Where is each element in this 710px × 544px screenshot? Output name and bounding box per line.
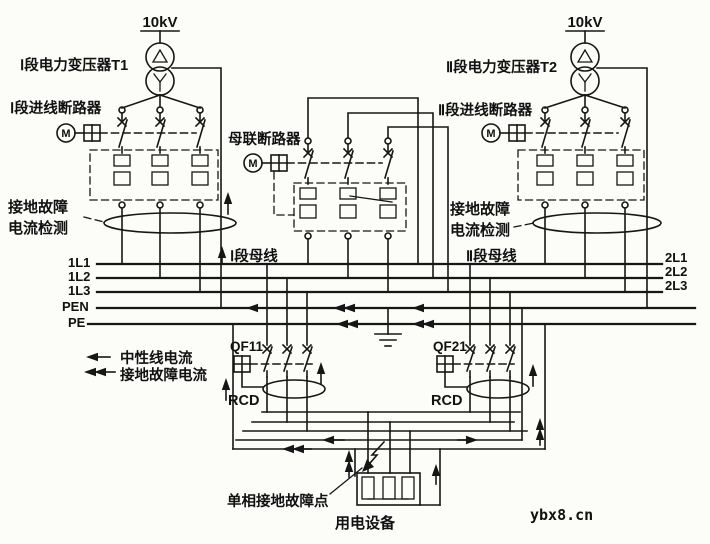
bus-tie-label: 母联断路器: [228, 130, 301, 148]
t1-voltage-label: 10kV: [142, 14, 177, 31]
incoming-breaker2-label: Ⅱ段进线断路器: [438, 101, 533, 119]
ct-box-tie: [293, 182, 407, 232]
feeder-lines: [232, 307, 546, 450]
t2-symbol: [570, 42, 600, 96]
section1-transformer-t1: 10kV Ⅰ段电力变压器T1: [20, 14, 222, 309]
gfd-pointer-2: [513, 222, 535, 228]
feeder-breaker-qf21: QF21 RCD: [431, 263, 530, 432]
gfd-pointer-1: [83, 216, 105, 223]
rcd1-label: RCD: [228, 393, 259, 409]
section2-incoming-breaker: Ⅱ段进线断路器: [438, 101, 631, 154]
rcd-ct-ring-2: [466, 379, 530, 399]
watermark: ybx8.cn: [530, 506, 593, 524]
bus-label-2l1: 2L1: [665, 250, 687, 265]
section2-ground-fault-detection: 接地故障 电流检测: [450, 149, 662, 293]
feeder-breaker-qf11: QF11 RCD: [228, 263, 326, 432]
fault-bolt: [362, 440, 386, 472]
t2-neutral-conductor: [596, 67, 648, 309]
gfd-label-2-line1: 接地故障: [450, 200, 510, 218]
load-equipment: 单相接地故障点 用电设备: [227, 411, 441, 532]
t2-label: Ⅱ段电力变压器T2: [446, 58, 557, 76]
system-earth: [374, 307, 402, 347]
t1-label: Ⅰ段电力变压器T1: [20, 56, 128, 74]
gfd-ct-ring-2: [532, 212, 662, 234]
equipment-label: 用电设备: [335, 514, 396, 532]
bus-label-1l2: 1L2: [68, 269, 90, 284]
bus-label-pen: PEN: [62, 299, 89, 314]
gfd-label-1-line1: 接地故障: [8, 198, 68, 216]
section1-incoming-breaker: Ⅰ段进线断路器: [10, 99, 206, 154]
bus2-section-label: Ⅱ段母线: [466, 247, 517, 265]
equipment-box: [356, 472, 421, 506]
legend-neutral-current: 中性线电流: [120, 349, 193, 367]
rcd2-label: RCD: [431, 393, 462, 409]
bus-label-1l3: 1L3: [68, 283, 90, 298]
bus-label-2l2: 2L2: [665, 264, 687, 279]
legend: 中性线电流 接地故障电流: [84, 349, 207, 384]
gfd-label-1-line2: 电流检测: [8, 219, 68, 237]
ct-box-2: [517, 149, 645, 201]
fault-pointer: [329, 467, 363, 495]
legend-fault-current: 接地故障电流: [120, 366, 207, 384]
t1-neutral-conductor: [171, 67, 222, 309]
bus1-section-label: Ⅰ段母线: [230, 247, 278, 265]
bus-label-2l3: 2L3: [665, 278, 687, 293]
bus-label-pe: PE: [68, 315, 86, 330]
gfd-label-2-line2: 电流检测: [450, 221, 510, 239]
fault-point-label: 单相接地故障点: [227, 492, 329, 510]
t2-voltage-label: 10kV: [567, 14, 602, 31]
incoming-breaker1-label: Ⅰ段进线断路器: [10, 99, 102, 117]
t1-symbol: [145, 42, 175, 96]
current-flow-arrows: [217, 192, 545, 485]
bus-tie-breaker: 母联断路器: [228, 97, 449, 293]
section1-ground-fault-detection: 接地故障 电流检测: [8, 149, 237, 293]
section2-transformer-t2: 10kV Ⅱ段电力变压器T2: [446, 14, 648, 309]
qf11-label: QF11: [230, 339, 264, 354]
main-buses: 1L1 1L2 1L3 PEN PE 2L1 2L2 2L3 Ⅰ段母线 Ⅱ段母线: [62, 247, 697, 347]
ct-box-1: [89, 149, 219, 201]
qf21-label: QF21: [433, 339, 467, 354]
rcd-ct-ring-1: [262, 379, 326, 399]
gfd-ct-ring-1: [103, 212, 237, 234]
bus-label-1l1: 1L1: [68, 255, 90, 270]
